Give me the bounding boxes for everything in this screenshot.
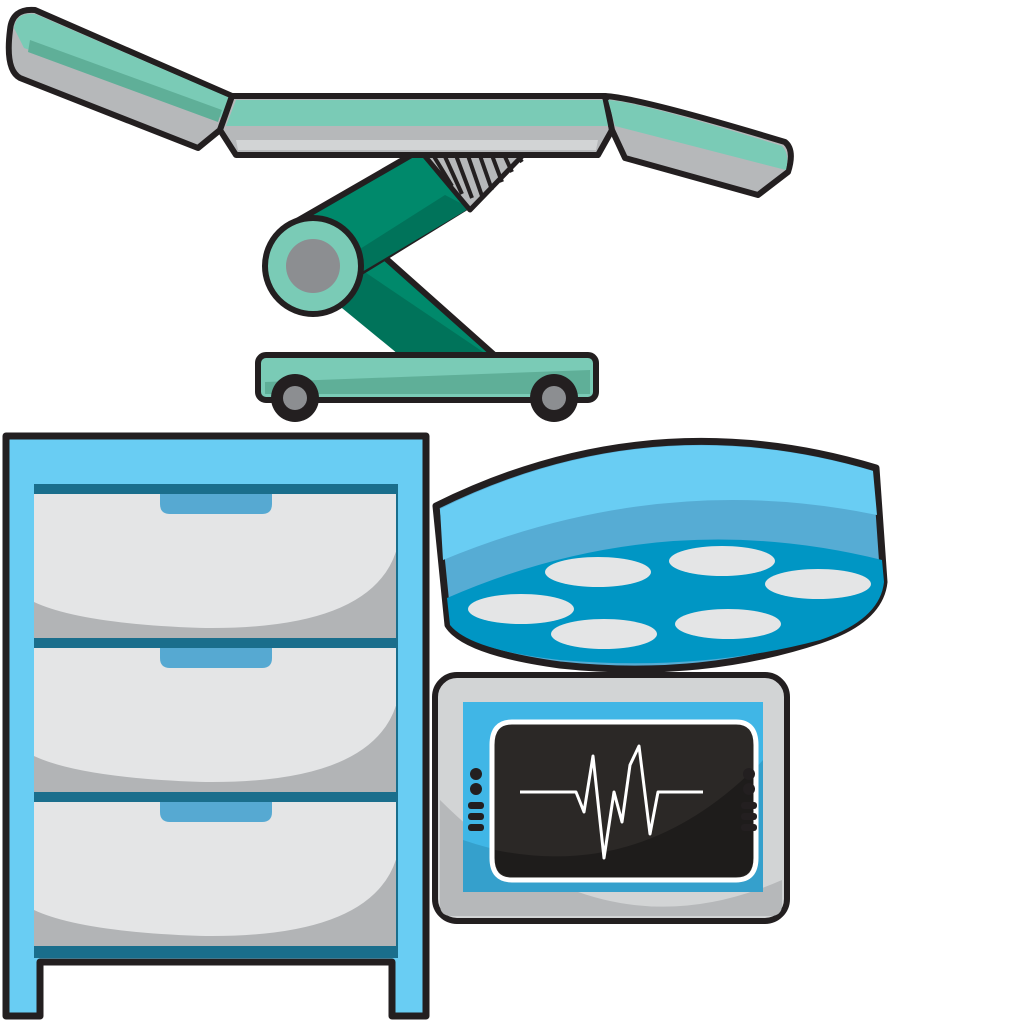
- surgical-lamp-icon: [432, 437, 888, 673]
- drawer-handle[interactable]: [160, 648, 272, 668]
- table-arm-upper-shade: [330, 195, 470, 282]
- monitor-button[interactable]: [741, 824, 757, 831]
- cabinet-drawers: [34, 494, 396, 946]
- monitor-button[interactable]: [743, 783, 755, 795]
- table-leg-top: [608, 100, 788, 170]
- lamp-bulb: [669, 546, 775, 576]
- monitor-button[interactable]: [741, 813, 757, 820]
- drawer-handle[interactable]: [160, 494, 272, 514]
- monitor-button[interactable]: [470, 783, 482, 795]
- table-middle-top: [226, 100, 610, 126]
- cabinet-drawer[interactable]: [34, 802, 396, 946]
- lamp-bulb: [468, 594, 574, 624]
- lamp-bulb: [675, 609, 781, 639]
- cabinet-drawer[interactable]: [34, 648, 396, 792]
- lamp-bulb: [545, 557, 651, 587]
- heart-monitor-icon: [432, 672, 790, 924]
- table-wheel-right: [530, 374, 578, 422]
- ecg-waveform: [520, 744, 703, 860]
- lamp-bulb: [551, 619, 657, 649]
- operating-table-icon: [5, 6, 794, 422]
- lamp-bulb: [765, 569, 871, 599]
- cabinet-drawer[interactable]: [34, 494, 396, 638]
- monitor-button[interactable]: [743, 768, 755, 780]
- monitor-buttons-left: [468, 768, 484, 831]
- lamp-bulbs: [468, 546, 871, 649]
- monitor-buttons-right: [741, 768, 757, 831]
- table-wheel-left: [271, 374, 319, 422]
- table-arm-lower-shade: [320, 262, 495, 372]
- monitor-button[interactable]: [468, 802, 484, 809]
- table-head-top: [14, 13, 230, 118]
- drawer-handle[interactable]: [160, 802, 272, 822]
- drawer-cabinet-icon: [2, 432, 430, 1020]
- monitor-button[interactable]: [741, 802, 757, 809]
- table-joint-inner: [286, 239, 340, 293]
- monitor-button[interactable]: [468, 824, 484, 831]
- monitor-button[interactable]: [468, 813, 484, 820]
- monitor-button[interactable]: [470, 768, 482, 780]
- lamp-rim-light: [440, 445, 877, 560]
